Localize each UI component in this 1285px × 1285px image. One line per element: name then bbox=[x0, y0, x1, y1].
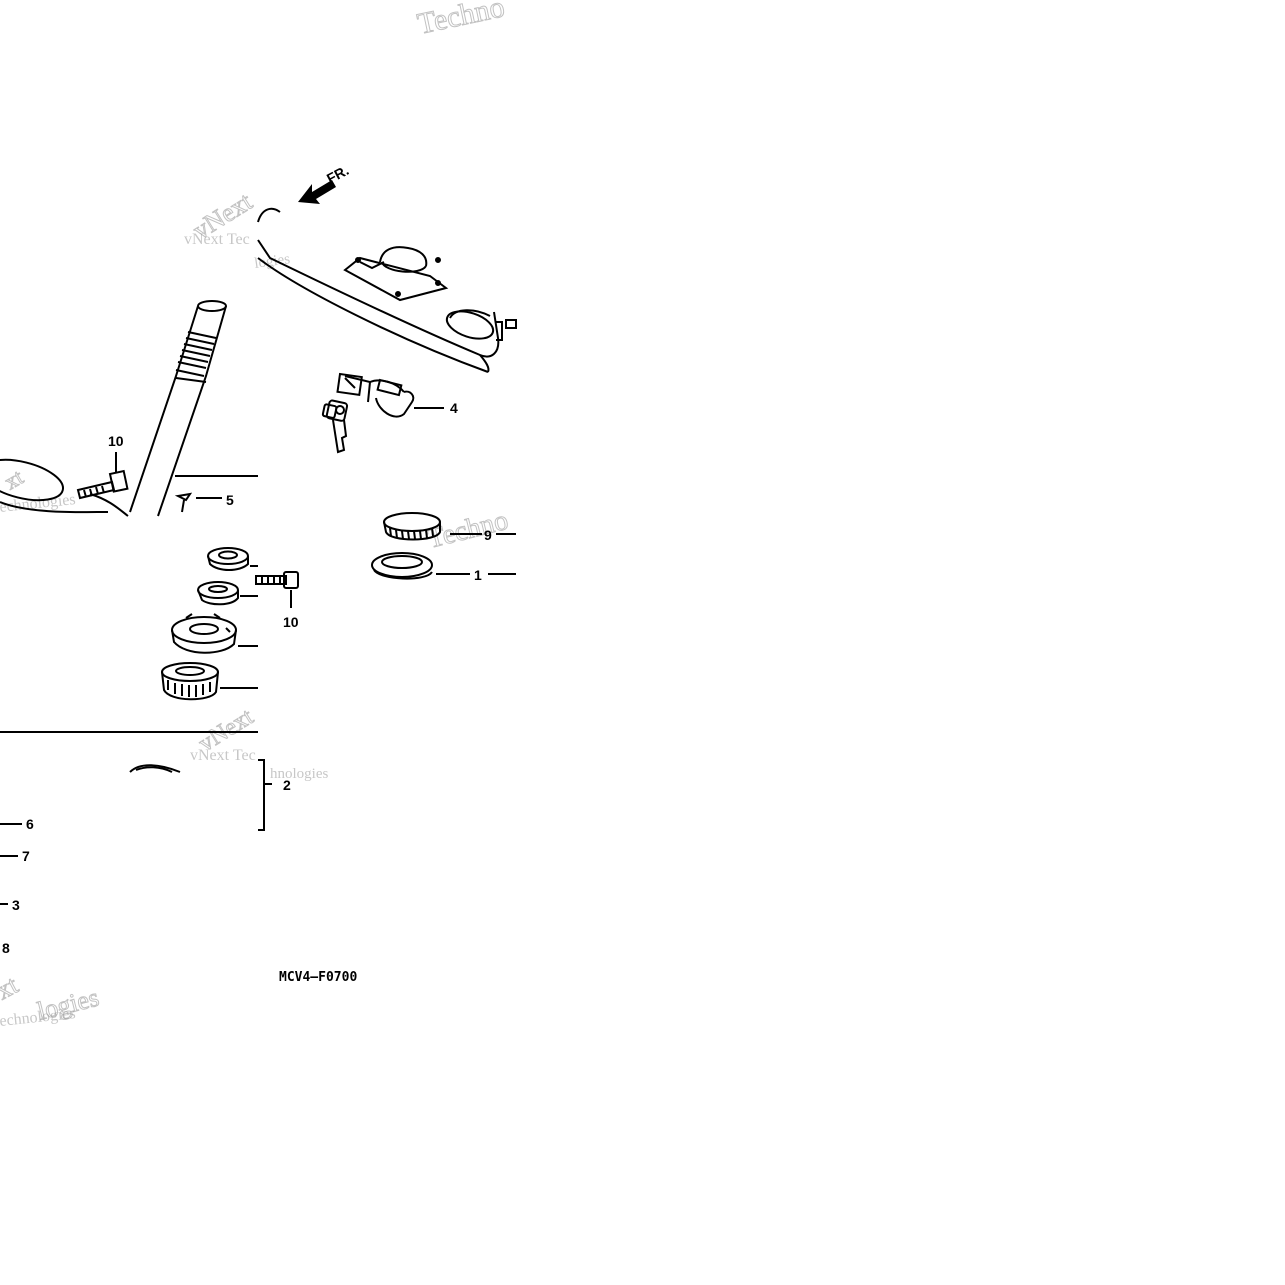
watermark-vnext-1: vNext Tec bbox=[184, 231, 250, 248]
bearing-race-1-part bbox=[371, 552, 516, 580]
front-arrow-icon: FR. bbox=[298, 162, 351, 204]
lock-nut-part bbox=[207, 547, 258, 571]
top-bridge-part bbox=[257, 207, 517, 373]
callout-10-lower: 10 bbox=[283, 614, 299, 630]
lower-section-fragment bbox=[0, 731, 272, 905]
lock-washer-part bbox=[197, 581, 258, 606]
adjusting-nut-part bbox=[171, 613, 258, 654]
watermark-bottom-xt: xt bbox=[0, 970, 23, 1005]
callout-labels: 10 5 4 9 1 10 2 6 7 3 8 bbox=[2, 400, 492, 956]
ignition-switch-part bbox=[321, 372, 444, 454]
callout-9: 9 bbox=[484, 527, 492, 543]
callout-3: 3 bbox=[12, 897, 20, 913]
watermark-logies-2: hnologies bbox=[270, 766, 328, 782]
bolt-10-upper-part bbox=[76, 452, 129, 500]
callout-4: 4 bbox=[450, 400, 458, 416]
callout-5: 5 bbox=[226, 492, 234, 508]
screw-5-part bbox=[174, 492, 222, 513]
callout-8: 8 bbox=[2, 940, 10, 956]
upper-bearing-part bbox=[161, 662, 258, 701]
watermark-vnext-2: vNext Tec bbox=[190, 747, 256, 764]
watermark-logies-1: logies bbox=[253, 251, 291, 272]
watermark-top: Techno bbox=[415, 0, 508, 41]
lower-bracket-fragment bbox=[0, 458, 109, 514]
watermark-group: Techno vNext Tec vNext logies Techno ech… bbox=[0, 0, 512, 1030]
watermark-left-xt: xt bbox=[0, 464, 27, 494]
bearing-9-part bbox=[383, 512, 516, 541]
watermark-mid: Techno bbox=[424, 505, 511, 555]
figure-code: MCV4—F0700 bbox=[279, 970, 357, 985]
steering-stem-part bbox=[89, 300, 258, 517]
callout-7: 7 bbox=[22, 848, 30, 864]
callout-6: 6 bbox=[26, 816, 34, 832]
callout-10-upper: 10 bbox=[108, 433, 124, 449]
callout-1: 1 bbox=[474, 567, 482, 583]
bolt-10-lower-part bbox=[255, 571, 299, 608]
callout-2: 2 bbox=[283, 777, 291, 793]
